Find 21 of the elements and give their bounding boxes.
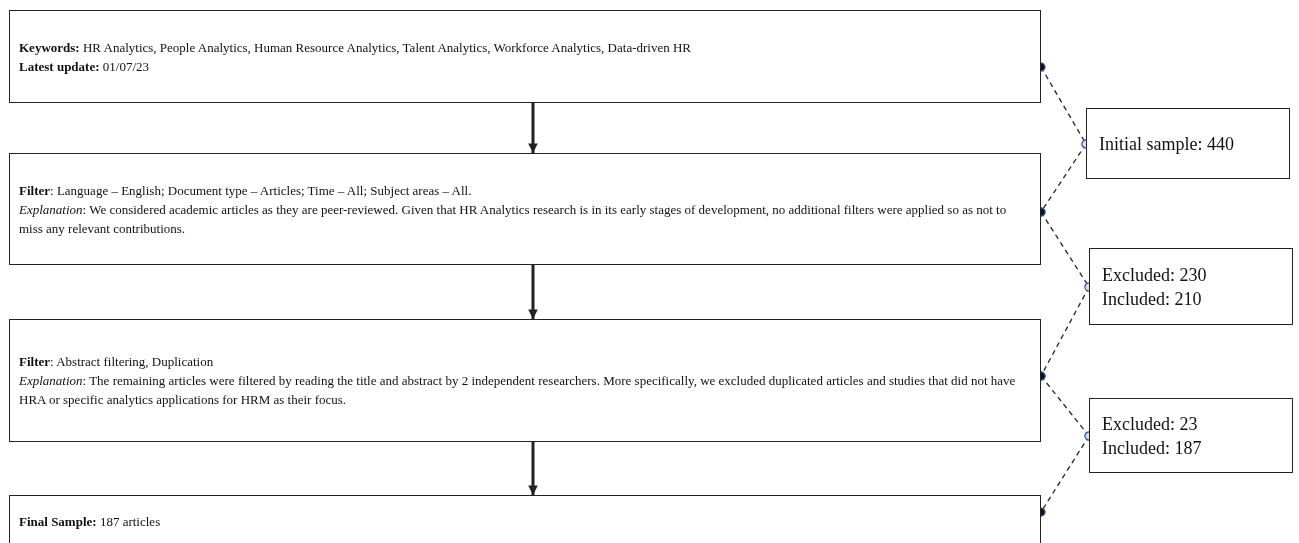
count-box <box>1089 398 1293 473</box>
arrow <box>528 442 538 495</box>
box-text: Included: 187 <box>1102 436 1203 460</box>
box-text: Filter: Abstract filtering, Duplication <box>19 353 215 371</box>
arrow <box>528 103 538 153</box>
box-text: Explanation: The remaining articles were filtered by reading the title and abstract by 2 independent researchers. More specifically, we excluded duplicated articles and studies that did not have HRA or specific analytics applications for HRM as their focus. <box>19 372 1017 409</box>
box-text: Initial sample: 440 <box>1099 132 1235 156</box>
box-text: Explanation: We considered academic articles as they are peer-reviewed. Given that HR Analytics research is in its early stages of development, no additional filters were applied so as not to miss any relevant contributions. <box>19 200 1008 238</box>
box-text: Excluded: 230 <box>1102 263 1208 287</box>
box-text: Filter: Language – English; Document type – Articles; Time – All; Subject areas – All. <box>19 181 473 200</box>
box-text: Latest update: 01/07/23 <box>19 57 150 76</box>
box-text: Included: 210 <box>1102 287 1203 311</box>
count-box <box>1089 248 1293 325</box>
process-box <box>9 153 1041 265</box>
process-box <box>9 319 1041 442</box>
count-box <box>1086 108 1290 179</box>
box-text: Excluded: 23 <box>1102 412 1199 436</box>
arrow <box>528 265 538 319</box>
process-box <box>9 10 1041 103</box>
box-text: Keywords: HR Analytics, People Analytics, Human Resource Analytics, Talent Analytics, Workforce Analytics, Data-driven HR <box>19 38 692 57</box>
box-text: Final Sample: 187 articles <box>19 513 162 531</box>
